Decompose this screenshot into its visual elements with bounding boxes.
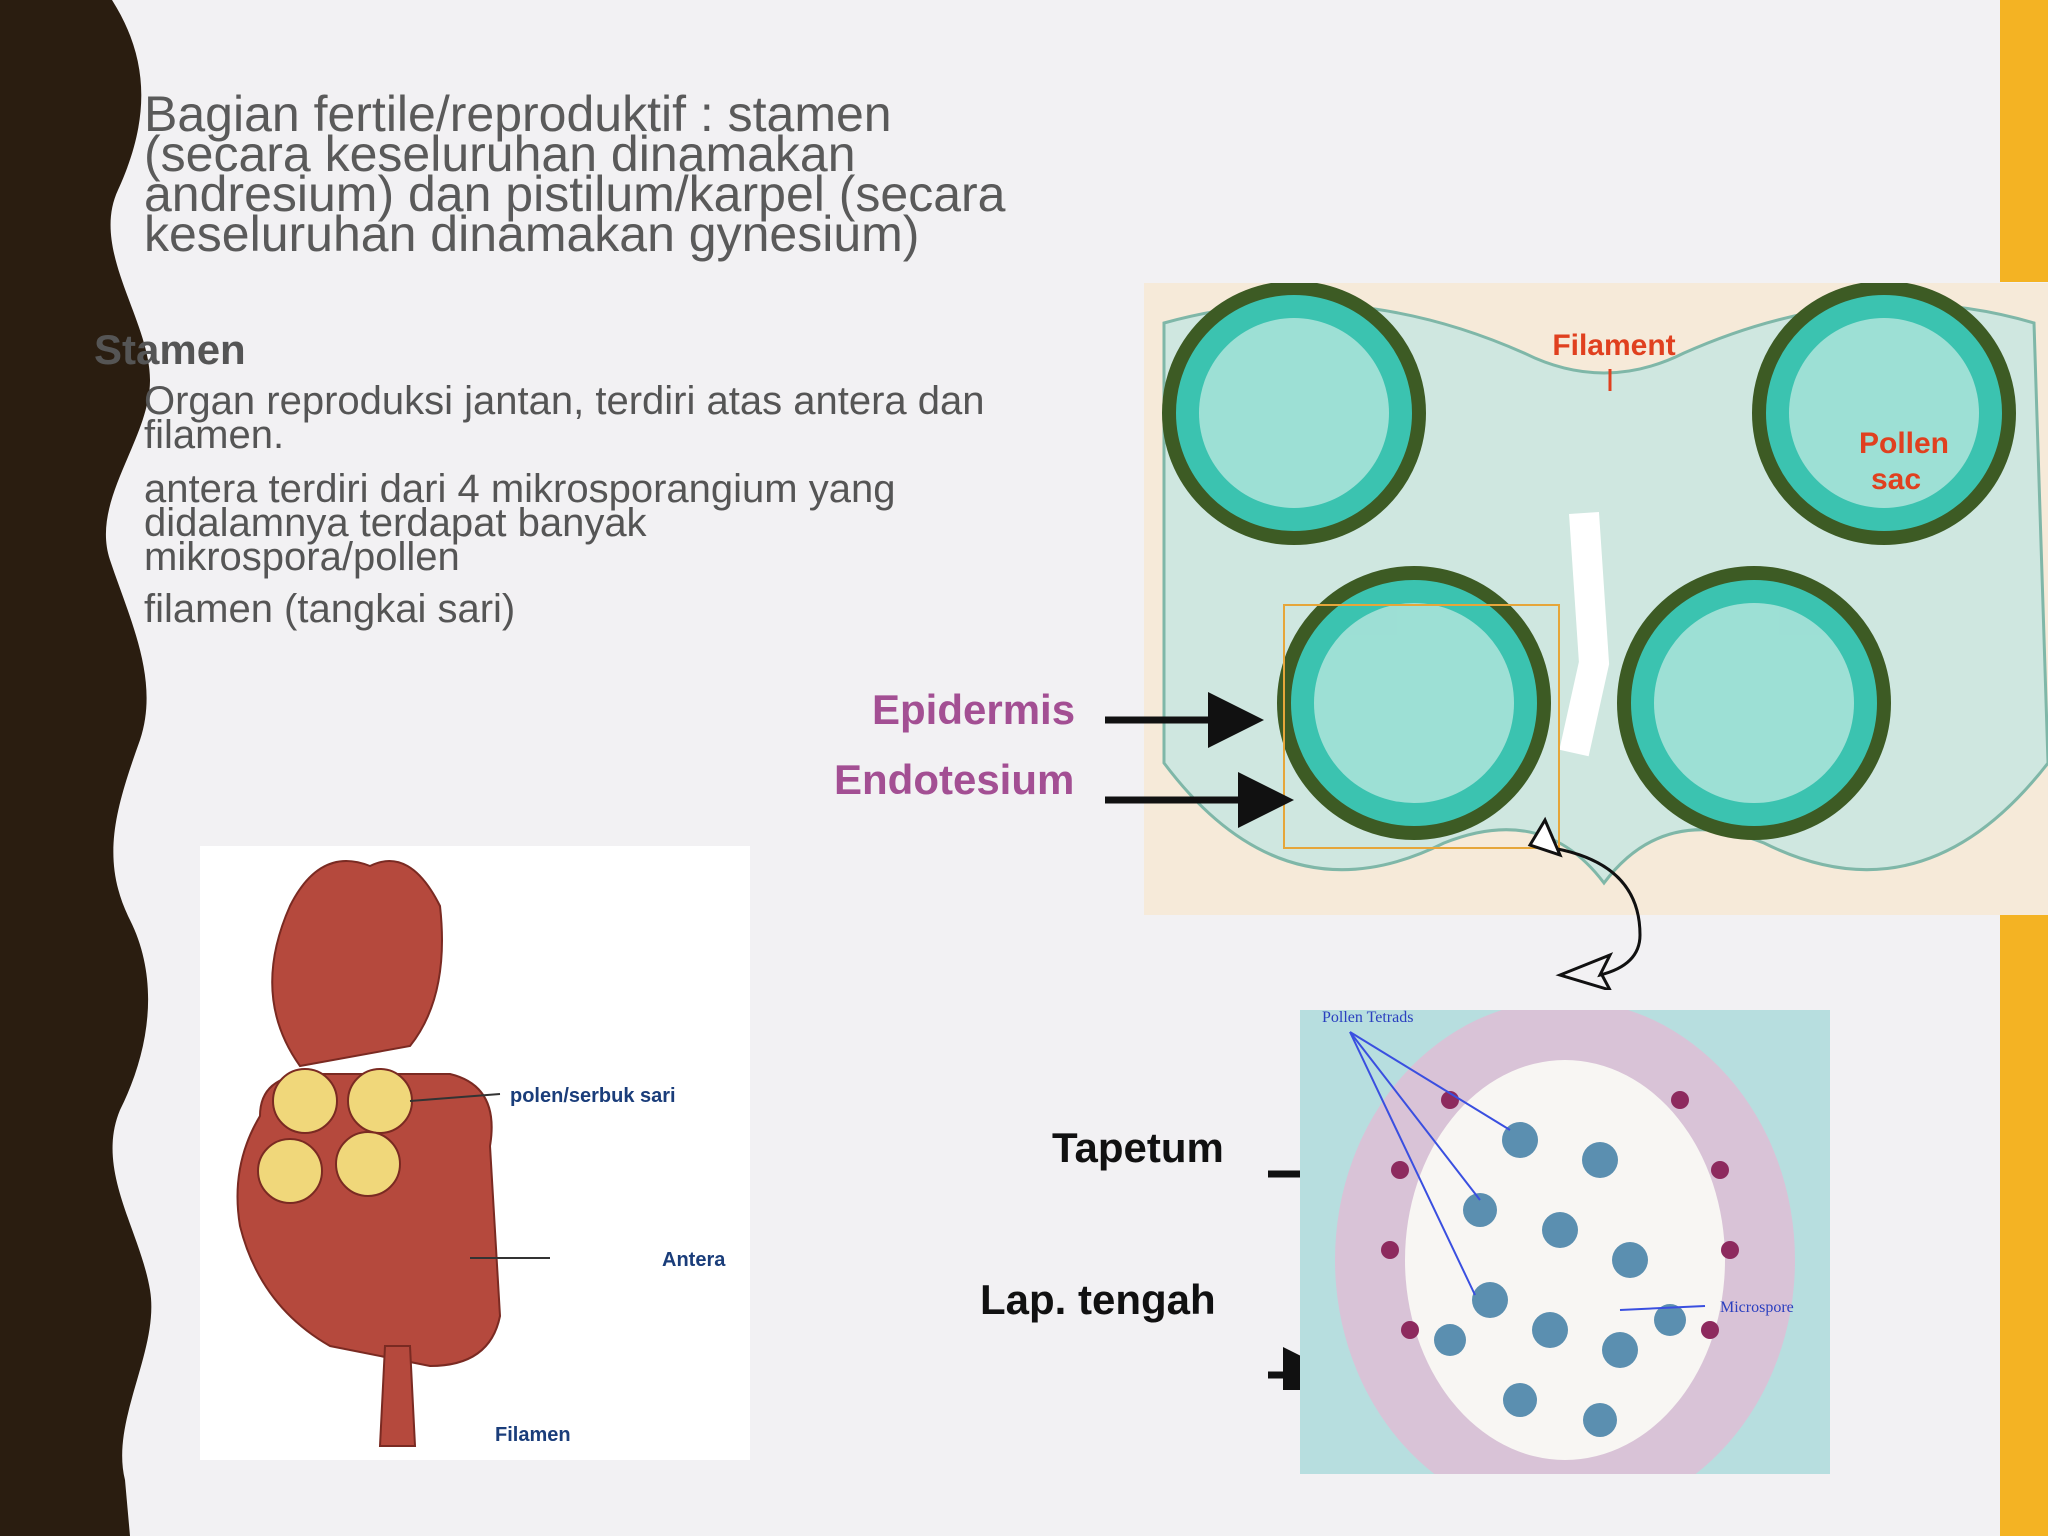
bullet-item: antera terdiri dari 4 mikrosporangium ya… (144, 467, 1084, 579)
heading-line: keseluruhan dinamakan gynesium) (144, 206, 920, 262)
pollen-sac-label: Pollen (1859, 427, 1949, 460)
gold-accent-bar-bottom (2000, 915, 2048, 1536)
lap-tengah-label: Lap. tengah (980, 1276, 1216, 1323)
filament-label: Filament (1552, 329, 1675, 362)
tapetum-label: Tapetum (1052, 1124, 1224, 1171)
gold-accent-bar-top (2000, 0, 2048, 282)
heading-line: andresium) dan pistilum/karpel (secara (144, 166, 1006, 222)
heading-line: (secara keseluruhan dinamakan (144, 126, 856, 182)
tapetum-micrograph: Pollen Tetrads Microspore (1300, 1010, 1830, 1474)
bullet-line: filamen. (144, 413, 285, 457)
bullet-item: Organ reproduksi jantan, terdiri atas an… (144, 379, 1084, 457)
bullet-line: filamen (tangkai sari) (144, 587, 516, 631)
epidermis-label: Epidermis (872, 686, 1076, 733)
filamen-label: Filamen (495, 1424, 571, 1446)
anther-cross-section-photo: Filament Pollen sac (1144, 283, 2048, 915)
bullet-item: filamen (tangkai sari) (144, 587, 1084, 631)
bullet-line: antera terdiri dari 4 mikrosporangium ya… (144, 467, 896, 511)
bullet-line: Organ reproduksi jantan, terdiri atas an… (144, 379, 985, 423)
polen-label: polen/serbuk sari (510, 1085, 676, 1107)
curved-arrow (1527, 816, 1642, 990)
stamen-diagram: polen/serbuk sari Antera Filamen (200, 846, 750, 1460)
bullet-line: didalamnya terdapat banyak (144, 501, 647, 545)
slide-heading: Bagian fertile/reproduktif : stamen (sec… (144, 86, 1064, 262)
section-title: Stamen (94, 326, 246, 373)
pollen-tetrads-label: Pollen Tetrads (1322, 1010, 1413, 1026)
endotesium-label: Endotesium (834, 756, 1075, 803)
wavy-border-decoration (0, 0, 152, 1536)
microspore-label: Microspore (1720, 1299, 1794, 1316)
antera-label: Antera (662, 1249, 726, 1271)
bullet-line: mikrospora/pollen (144, 535, 460, 579)
pollen-sac-label: sac (1871, 463, 1921, 496)
heading-line: Bagian fertile/reproduktif : stamen (144, 86, 892, 142)
